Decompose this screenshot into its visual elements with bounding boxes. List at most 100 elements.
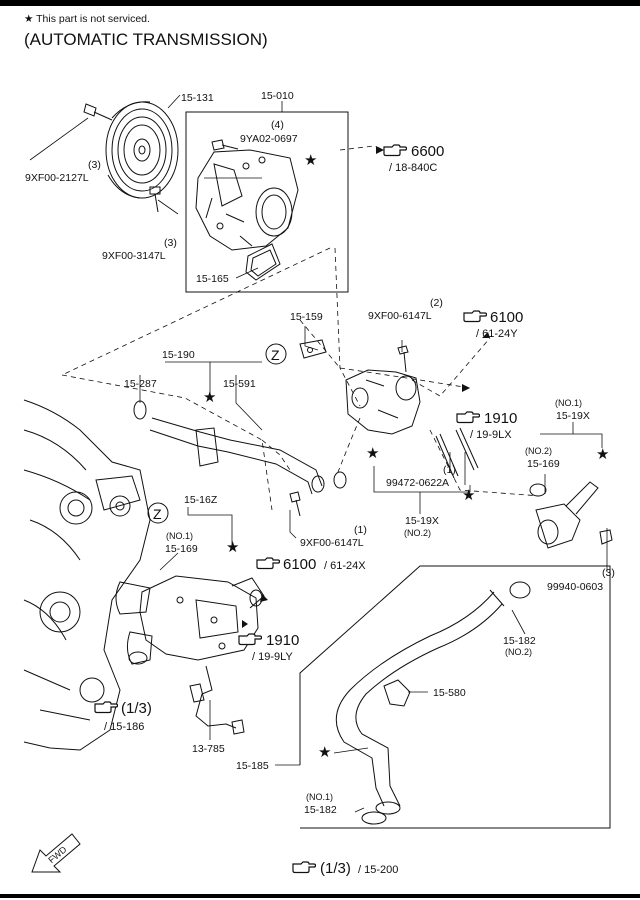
ref-61-24y: / 61-24Y <box>476 328 518 340</box>
long-bolt-illustration <box>149 186 161 213</box>
label-99472-0622a: 99472-0622A <box>386 477 449 489</box>
pointing-hand-icon <box>456 411 480 424</box>
ref-15-186: / 15-186 <box>104 721 144 733</box>
label-15-159: 15-159 <box>290 311 323 323</box>
water-pump-illustration <box>195 149 299 251</box>
label-15-182-no1-sub: (NO.1) <box>306 792 333 802</box>
label-15-182-no2-sub: (NO.2) <box>505 647 532 657</box>
label-15-169-no2-sub: (NO.2) <box>525 446 552 456</box>
ref-1910-top-link[interactable]: 1910 <box>484 410 517 427</box>
pointing-hand-icon <box>292 861 316 874</box>
label-15-19x-no1-sub: (NO.1) <box>555 398 582 408</box>
z-marker-top <box>265 343 287 365</box>
label-99472-qty: (1) <box>443 464 456 476</box>
thermostat-assembly-illustration <box>115 575 265 665</box>
water-pump-assembly-box <box>185 111 349 293</box>
stud-illustration-2 <box>455 427 479 471</box>
engine-block-illustration <box>23 399 151 751</box>
star-hose-15-190: ★ <box>203 389 216 406</box>
label-9ya02-qty: (4) <box>271 119 284 131</box>
label-15-169-no1: 15-169 <box>165 543 198 555</box>
label-15-182-no1: 15-182 <box>304 804 337 816</box>
pointing-hand-icon <box>256 557 280 570</box>
not-serviced-note: ★ This part is not serviced. <box>24 13 150 25</box>
star-sensor-no1: ★ <box>596 446 609 463</box>
label-15-19x-no2: 15-19X <box>405 515 439 527</box>
ref-61-24x: / 61-24X <box>324 560 366 572</box>
ref-1910-mid-link[interactable]: 1910 <box>266 632 299 649</box>
nut-illustration <box>599 529 613 545</box>
pointing-hand-icon <box>463 310 487 323</box>
small-bolt-illustration <box>211 139 239 151</box>
label-15-182-no2: 15-182 <box>503 635 536 647</box>
wiring-harness-illustration <box>189 665 245 735</box>
pulley-bolt-illustration <box>83 103 113 121</box>
label-99940-0603: 99940-0603 <box>547 581 603 593</box>
label-15-287: 15-287 <box>124 378 157 390</box>
star-water-pump: ★ <box>304 152 317 169</box>
coolant-hose-illustration <box>335 589 505 815</box>
z-marker-top-label: Z <box>271 347 280 363</box>
pointing-hand-icon <box>238 633 262 646</box>
label-15-169-no2: 15-169 <box>527 458 560 470</box>
clip-no2-illustration <box>529 483 547 497</box>
bottom-rule <box>0 894 640 898</box>
label-9xf00-6147l-top-qty: (2) <box>430 297 443 309</box>
pipe-end-o-ring-illustration <box>333 471 347 489</box>
ref-1-3-200-link[interactable]: (1/3) <box>320 860 351 877</box>
label-15-190: 15-190 <box>162 349 195 361</box>
ref-6600-link[interactable]: 6600 <box>411 143 444 160</box>
label-15-185: 15-185 <box>236 760 269 772</box>
label-9xf00-2127l: 9XF00-2127L <box>25 172 89 184</box>
label-15-591: 15-591 <box>223 378 256 390</box>
ref-19-9ly: / 19-9LY <box>252 651 293 663</box>
ref-15-200: / 15-200 <box>358 864 398 876</box>
label-15-19x-no2-sub: (NO.2) <box>404 528 431 538</box>
pipe-bolt-illustration <box>289 491 301 517</box>
ref-19-9lx: / 19-9LX <box>470 429 512 441</box>
label-9xf00-2127l-qty: (3) <box>88 159 101 171</box>
o-ring-illustration <box>133 400 147 420</box>
label-15-16z: 15-16Z <box>184 494 218 506</box>
thermostat-housing-illustration <box>345 345 421 435</box>
label-15-165: 15-165 <box>196 273 229 285</box>
label-99940-qty: (3) <box>602 567 615 579</box>
label-9xf00-3147l-qty: (3) <box>164 237 177 249</box>
label-15-131: 15-131 <box>181 92 214 104</box>
label-9ya02-0697: 9YA02-0697 <box>240 133 298 145</box>
pointing-hand-icon <box>383 144 407 157</box>
label-9xf00-6147l-bottom-qty: (1) <box>354 524 367 536</box>
hose-end-illustration <box>115 581 151 615</box>
ref-18-840c: / 18-840C <box>389 162 437 174</box>
pointing-hand-icon <box>94 701 118 714</box>
ref-1-3-186-link[interactable]: (1/3) <box>121 700 152 717</box>
star-coolant-hose: ★ <box>318 744 331 761</box>
gasket-illustration <box>245 243 281 281</box>
label-9xf00-3147l: 9XF00-3147L <box>102 250 166 262</box>
ref-6100-mid-link[interactable]: 6100 <box>283 556 316 573</box>
ref-6100-top-link[interactable]: 6100 <box>490 309 523 326</box>
water-pipe-illustration <box>149 417 323 495</box>
sensor-illustration <box>529 481 613 549</box>
star-stud: ★ <box>462 487 475 504</box>
label-15-19x-no1: 15-19X <box>556 410 590 422</box>
z-marker-bottom-label: Z <box>153 506 162 522</box>
bracket-15-580-illustration <box>383 679 411 707</box>
clamp-no1-illustration <box>361 811 387 825</box>
label-15-169-no1-sub: (NO.1) <box>166 531 193 541</box>
page-subtitle: (AUTOMATIC TRANSMISSION) <box>24 30 268 49</box>
star-thermostat-housing: ★ <box>366 445 379 462</box>
star-thermostat-assembly: ★ <box>226 539 239 556</box>
label-9xf00-6147l-top: 9XF00-6147L <box>368 310 432 322</box>
z-marker-bottom <box>147 502 169 524</box>
pulley-illustration <box>105 101 179 199</box>
clamp-no2-illustration <box>509 581 531 599</box>
clip-bracket-illustration <box>299 339 327 359</box>
stud-illustration <box>435 433 459 479</box>
hose-assembly-box <box>299 565 611 829</box>
label-13-785: 13-785 <box>192 743 225 755</box>
label-15-580: 15-580 <box>433 687 466 699</box>
label-15-010: 15-010 <box>261 90 294 102</box>
top-rule <box>0 0 640 6</box>
